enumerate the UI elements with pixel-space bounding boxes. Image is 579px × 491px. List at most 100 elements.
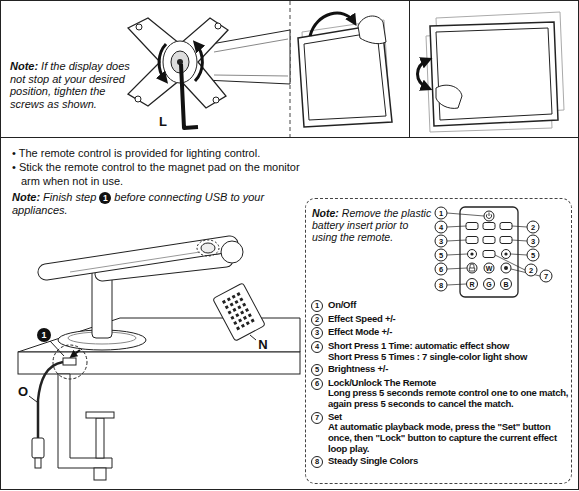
legend-row: 7 SetAt automatic playback mode, press th… [311,412,569,455]
legend-column: Lock/Unlock The RemoteLong press 5 secon… [328,378,569,410]
magnet-highlight [197,240,219,256]
step-number: 1 [37,328,51,342]
arm-detail [214,39,288,76]
button [502,250,511,259]
callout-number: 2 [311,314,323,326]
callout-number: 8 [435,279,448,292]
note-text: Finish step [43,191,96,203]
note-box: Note:Remove the plastic battery insert p… [305,198,572,484]
callout-number: 7 [311,412,323,424]
upper-arm-fill [46,244,230,272]
legend-row: 5 Brightness +/- [311,364,569,376]
legend-row: 4 Short Press 1 Time: automatic effect sh… [311,341,569,363]
panel-cell: • The remote control is provided for lig… [0,137,579,490]
leader-line [511,254,527,255]
callout-number: 4 [311,341,323,353]
hand [358,16,386,44]
text-group: Note:If the display does not stop at you… [10,60,132,110]
remote-control [447,207,540,297]
legend-row: 1 On/Off [311,300,569,312]
legend-text: Effect Speed +/- [328,314,396,325]
remote-body [460,207,518,297]
legend-text: Long press 5 seconds remote control one … [328,388,569,410]
power-icon [486,213,491,219]
button [484,263,494,273]
leader-line [511,269,540,276]
usb-cable [38,362,63,438]
text-group: • The remote control is provided for lig… [12,146,312,188]
callout-number: 5 [311,364,323,376]
remote-body [213,283,266,341]
button [484,279,495,290]
upper-arm [46,244,230,272]
bullet-text: • The remote control is provided for lig… [12,146,312,160]
monitor-screen [304,32,386,120]
text-group: 1 On/Off 2 Effect Speed +/- 3 Effect Mode +/-… [311,300,569,470]
callout-number: 5 [435,249,448,262]
callout-number: 3 [311,327,323,339]
legend-text: Steady Single Colors [328,456,418,467]
callout-number: 5 [527,249,540,262]
callout-number: 2 [525,264,538,277]
button-letter: R [469,281,474,288]
leader-line [447,213,484,216]
leader-line [495,255,525,270]
remote-buttons [223,293,255,329]
legend-text: Brightness +/- [328,364,388,375]
text-group: Note:Remove the plastic battery insert p… [312,207,432,244]
panel-frame [410,1,579,138]
step-number: 1 [99,192,111,204]
swivel-monitor [418,12,565,132]
lock-icon [469,264,474,271]
note-heading: Note: [10,60,38,72]
legend-row: 3 Effect Mode +/- [311,327,569,339]
button-letter: W [486,265,493,272]
legend-column: Short Press 1 Time: automatic effect sho… [328,341,527,363]
button [467,279,478,290]
legend-text: On/Off [328,300,356,311]
brightness-icon [504,252,507,255]
legend-column: Effect Mode +/- [328,327,392,338]
legend-column: Steady Single Colors [328,456,418,467]
rotation-arrow [195,44,202,81]
brightness-icon [504,266,508,270]
button [501,263,511,273]
callout-number: 6 [435,263,448,276]
button [500,237,512,244]
arm-joint [221,241,243,263]
brightness-icon [470,252,473,255]
usb-plug [32,438,44,458]
button-letter: B [503,281,508,288]
legend-column: Brightness +/- [328,364,388,375]
button [501,279,512,290]
panel-cell: Note:If the display does not stop at you… [0,0,410,138]
button [466,223,478,230]
button [466,237,478,244]
hex-key [181,64,198,128]
callout-number: 6 [311,378,323,390]
tilt-arrow [310,13,354,36]
legend-text: Set [328,412,569,423]
part-letter: N [258,337,267,352]
button-grid [466,223,512,290]
part-letter: L [159,114,167,129]
leader-line [50,341,64,356]
clamp-knob [94,468,106,480]
button [467,263,477,273]
power-button [484,211,494,221]
usb-port [63,358,76,365]
button [500,223,512,230]
legend-text: Short Press 1 Time: automatic effect sho… [328,341,527,352]
button [483,237,495,244]
callout-number: 3 [527,235,540,248]
leader-line [447,226,466,227]
leader-line [447,254,467,255]
legend-text: Lock/Unlock The Remote [328,378,569,389]
insert-arrow [72,350,80,356]
legend-column: SetAt automatic playback mode, press the… [328,412,569,455]
tilt-monitor [298,13,392,127]
legend-column: On/Off [328,300,356,311]
callout-number: 7 [540,270,553,283]
callout-number: 1 [311,300,323,312]
